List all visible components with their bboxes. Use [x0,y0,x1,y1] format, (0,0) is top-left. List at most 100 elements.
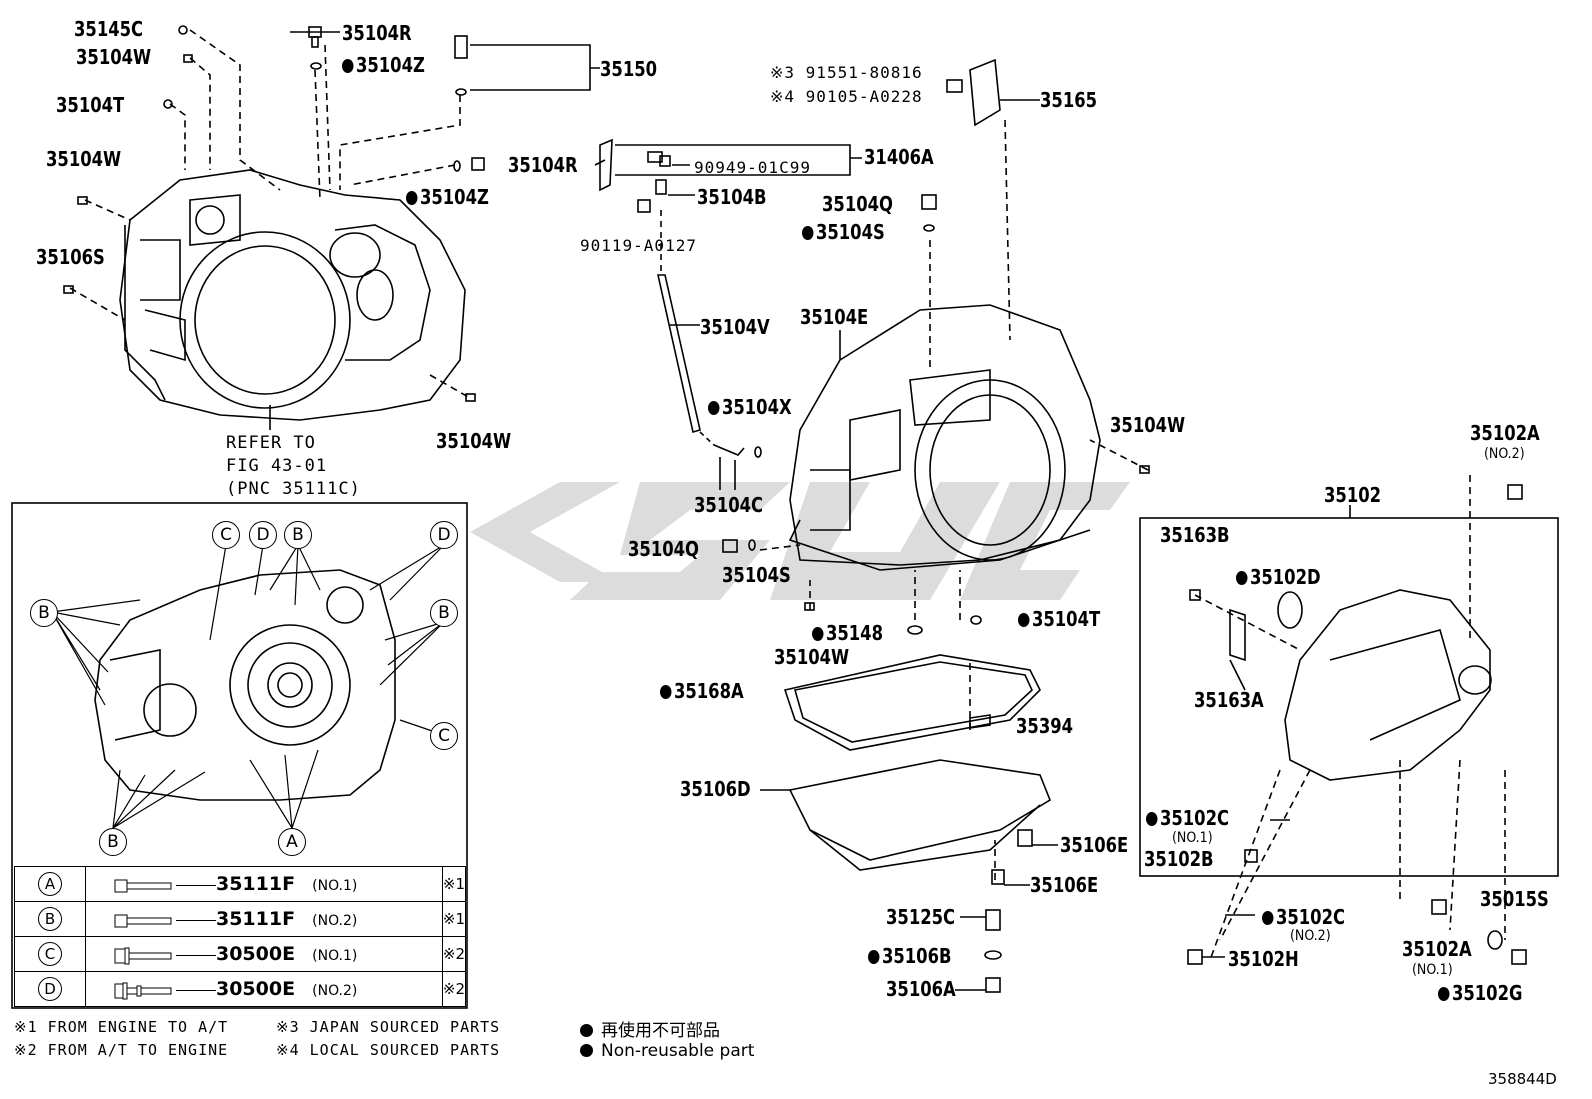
label-35106A[interactable]: 35106A [886,977,956,1001]
label-35106B[interactable]: 35106B [868,945,952,967]
label-90119-A0127[interactable]: 90119-A0127 [580,236,697,255]
legend-row: C 30500E (NO.1) ※2 [14,936,467,972]
legend-note: ※1 [441,901,467,937]
inset-leader-lines [51,544,445,829]
label-35102B[interactable]: 35102B [1144,847,1214,871]
label-35106E-b[interactable]: 35106E [1030,873,1099,897]
label-35163B[interactable]: 35163B [1160,523,1230,547]
refer-line-1: REFER TO [226,433,316,453]
legend-row: D 30500E (NO.2) ※2 [14,971,467,1007]
label-35104X[interactable]: 35104X [708,396,792,418]
diagram-id: 358844D [1488,1070,1557,1088]
label-35104R-b[interactable]: 35104R [508,153,578,177]
label-35102C-a[interactable]: 35102C [1146,807,1229,829]
leader-lines-center [759,439,1149,880]
label-35102H[interactable]: 35102H [1228,947,1299,971]
inset-housing-drawing [94,569,396,801]
label-35104Z-a[interactable]: 35104Z [342,54,425,76]
label-35104S-b[interactable]: 35104S [722,563,791,587]
label-35125C[interactable]: 35125C [886,905,956,929]
legend-note: ※1 [441,866,467,902]
label-35104S-a[interactable]: 35104S [802,221,885,243]
bullet-dot-icon [580,1024,593,1037]
callout-c: C [430,722,458,750]
label-35104W-b[interactable]: 35104W [46,147,122,171]
label-35104W-c[interactable]: 35104W [436,429,512,453]
label-35104Z-b[interactable]: 35104Z [406,186,489,208]
label-35106S[interactable]: 35106S [36,245,105,269]
label-35163A[interactable]: 35163A [1194,688,1264,712]
label-35102A-b[interactable]: 35102A [1402,937,1472,961]
label-35104Q-b[interactable]: 35104Q [628,537,700,561]
footnote-3: ※3 JAPAN SOURCED PARTS [276,1018,501,1036]
speed-sensor-group [594,138,862,490]
label-35102C-a-no: (NO.1) [1172,830,1213,846]
legend-part: 30500E [215,978,296,1000]
legend-key: D [37,977,62,1001]
label-35102G[interactable]: 35102G [1438,982,1523,1004]
callout-c: C [212,521,240,549]
label-35102A-a[interactable]: 35102A [1470,421,1540,445]
label-35104C[interactable]: 35104C [694,493,764,517]
label-35102[interactable]: 35102 [1324,483,1382,507]
label-35104V[interactable]: 35104V [700,315,770,339]
legend-part: 35111F [215,908,296,930]
label-35102A-b-no: (NO.1) [1412,962,1453,978]
center-small-parts [722,330,1150,635]
label-35145C[interactable]: 35145C [74,17,144,41]
bolt-location-inset [11,502,468,1009]
legend-no: (NO.1) [312,948,358,964]
label-35165[interactable]: 35165 [1040,88,1098,112]
bolt-icon [114,879,172,892]
legend-no: (NO.2) [312,913,358,929]
label-91551-80816[interactable]: ※3 91551-80816 [770,63,923,82]
drain-plug-parts [955,829,1058,993]
right-small-parts [1187,484,1527,965]
legend-key: A [37,872,62,896]
legend-no: (NO.2) [312,983,358,999]
label-35168A[interactable]: 35168A [660,680,744,702]
label-35104T-b[interactable]: 35104T [1018,608,1100,630]
watermark-logo [470,482,1130,600]
nonreusable-en-text: Non-reusable part [601,1041,755,1061]
label-35106E-a[interactable]: 35106E [1060,833,1129,857]
flange-bolt-icon [114,947,172,964]
leader-lines-top-left [69,29,471,399]
callout-b: B [284,521,312,549]
label-35104W-e[interactable]: 35104W [774,645,850,669]
legend-nonreusable-en: Non-reusable part [580,1041,754,1061]
legend-key: B [37,907,62,931]
stud-bolt-icon [114,982,172,999]
converter-housing-drawing [119,169,466,421]
label-35150[interactable]: 35150 [600,57,658,81]
label-35104W-d[interactable]: 35104W [1110,413,1186,437]
nonreusable-jp-text: 再使用不可部品 [601,1021,720,1041]
footnote-2: ※2 FROM A/T TO ENGINE [14,1041,229,1059]
label-90105-A0228[interactable]: ※4 90105-A0228 [770,87,923,106]
label-35102C-b[interactable]: 35102C [1262,906,1345,928]
label-35104W-a[interactable]: 35104W [76,45,152,69]
legend-row: B 35111F (NO.2) ※1 [14,901,467,937]
extension-housing-drawing [1189,589,1492,781]
label-35394[interactable]: 35394 [1016,714,1074,738]
extension-housing-box [1139,517,1559,877]
small-parts-top-left [63,25,600,402]
label-35015S[interactable]: 35015S [1480,887,1549,911]
label-35104R-a[interactable]: 35104R [342,21,412,45]
label-31406A[interactable]: 31406A [864,145,934,169]
legend-note: ※2 [441,971,467,1007]
oil-pan-drawing [760,759,1051,871]
label-35106D[interactable]: 35106D [680,777,751,801]
label-35104E[interactable]: 35104E [800,305,869,329]
callout-d: D [430,521,458,549]
bolt-icon [114,914,172,927]
label-90949-01C99[interactable]: 90949-01C99 [694,158,811,177]
label-35104T-a[interactable]: 35104T [56,93,125,117]
label-35104Q-a[interactable]: 35104Q [822,192,894,216]
label-35148[interactable]: 35148 [812,622,883,644]
callout-b: B [99,828,127,856]
label-35102D[interactable]: 35102D [1236,566,1321,588]
label-35104B[interactable]: 35104B [697,185,767,209]
refer-line-3: (PNC 35111C) [226,479,361,499]
